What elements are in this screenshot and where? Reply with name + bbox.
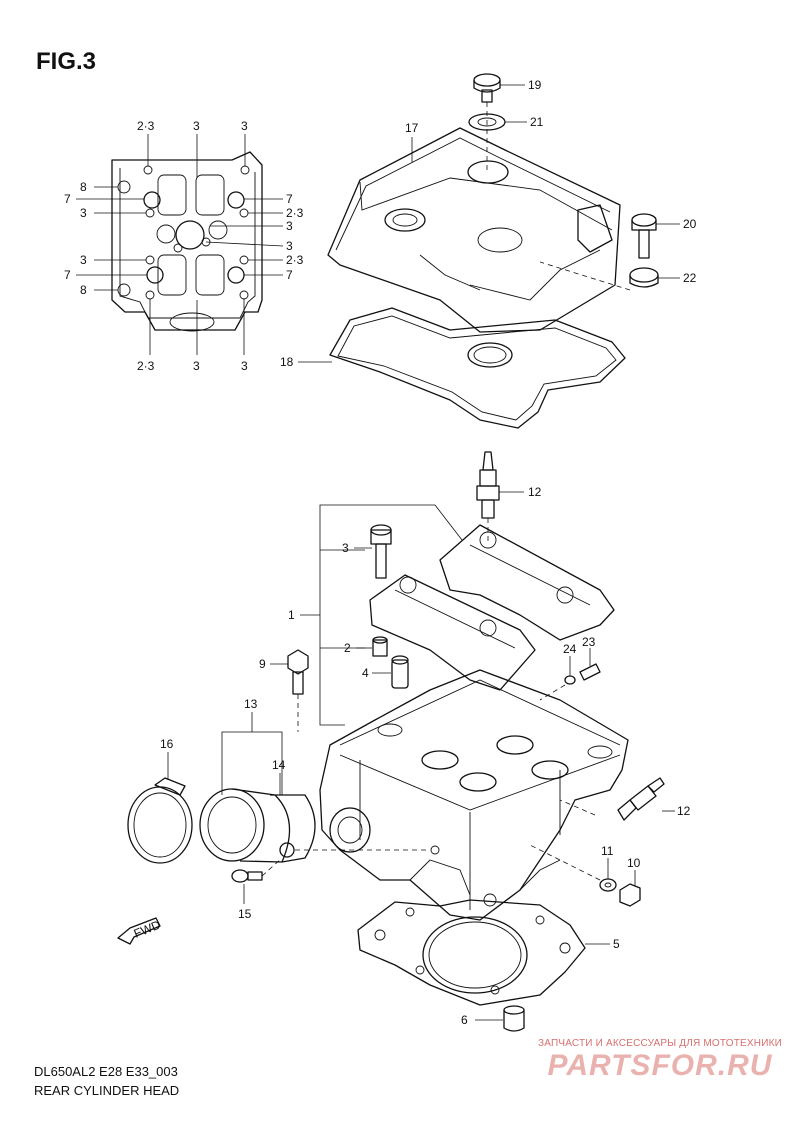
torque-label: 3 xyxy=(286,219,293,233)
torque-label: 3 xyxy=(193,119,200,133)
callout-3: 3 xyxy=(342,541,349,555)
cover-bolt-gasket-21 xyxy=(468,102,527,170)
bracket-13-14 xyxy=(221,712,283,795)
cover-grommet-22 xyxy=(539,261,680,291)
callout-21: 21 xyxy=(530,115,544,129)
callout-17: 17 xyxy=(405,121,419,135)
callout-5: 5 xyxy=(613,937,620,951)
callout-12-right: 12 xyxy=(677,804,691,818)
washer-11 xyxy=(529,844,617,892)
forward-direction-badge: FWD xyxy=(117,917,163,945)
callout-23: 23 xyxy=(582,635,596,649)
callout-4: 4 xyxy=(362,666,369,680)
callout-9: 9 xyxy=(259,657,266,671)
torque-label: 3 xyxy=(241,119,248,133)
intake-clamp-16 xyxy=(127,752,193,864)
fwd-label: FWD xyxy=(132,917,163,940)
spark-plug-12-top xyxy=(476,451,524,545)
callout-16: 16 xyxy=(160,737,174,751)
callout-18: 18 xyxy=(280,355,294,369)
dowel-pin-2 xyxy=(356,636,388,657)
assembly-bracket-1 xyxy=(300,504,463,726)
torque-label: 2·3 xyxy=(286,206,304,220)
camshaft-housing-bolt-3 xyxy=(354,524,392,579)
torque-label: 3 xyxy=(80,206,87,220)
callout-1: 1 xyxy=(288,608,295,622)
torque-label: 8 xyxy=(80,180,87,194)
intake-pipe-13 xyxy=(199,788,316,863)
torque-label: 2·3 xyxy=(137,119,155,133)
bolt-10 xyxy=(619,870,641,907)
diagram-code: DL650AL2 E28 E33_003 xyxy=(34,1064,178,1079)
cover-gasket xyxy=(298,307,626,429)
cylinder-head xyxy=(319,669,629,921)
torque-label: 2·3 xyxy=(137,359,155,373)
callout-14: 14 xyxy=(272,758,286,772)
callout-13: 13 xyxy=(244,697,258,711)
cover-bolt-19 xyxy=(473,73,525,103)
callout-6: 6 xyxy=(461,1013,468,1027)
callout-10: 10 xyxy=(627,856,641,870)
torque-label: 7 xyxy=(64,268,71,282)
dowel-pin-6 xyxy=(475,1005,525,1032)
callout-12-top: 12 xyxy=(528,485,542,499)
torque-label: 8 xyxy=(80,283,87,297)
cover-bolt-20 xyxy=(631,213,680,259)
callout-19: 19 xyxy=(528,78,542,92)
spark-plug-12-right xyxy=(617,777,675,821)
callout-24: 24 xyxy=(563,642,577,656)
torque-label: 3 xyxy=(241,359,248,373)
callout-2: 2 xyxy=(344,641,351,655)
head-gasket-5 xyxy=(357,899,610,1006)
intake-screw-15 xyxy=(231,845,440,904)
callout-11: 11 xyxy=(601,844,614,858)
torque-label: 7 xyxy=(286,268,293,282)
watermark-tagline: ЗАПЧАСТИ И АКСЕССУАРЫ ДЛЯ МОТОТЕХНИКИ xyxy=(537,1038,782,1049)
cylinder-head-cover xyxy=(327,127,621,333)
bolt-9 xyxy=(270,649,309,732)
torque-label: 3 xyxy=(286,239,293,253)
callout-20: 20 xyxy=(683,217,697,231)
tappet-guide-4 xyxy=(372,655,409,689)
diagram-caption: REAR CYLINDER HEAD xyxy=(34,1083,180,1098)
figure-caption-block: DL650AL2 E28 E33_003 REAR CYLINDER HEAD xyxy=(34,1062,179,1100)
torque-label: 3 xyxy=(80,253,87,267)
watermark-logo: PARTSFOR.RU xyxy=(547,1049,773,1082)
figure-title: FIG.3 xyxy=(36,48,97,75)
plug-23-24 xyxy=(539,648,601,701)
torque-label: 3 xyxy=(193,359,200,373)
callout-15: 15 xyxy=(238,907,252,921)
camshaft-housing xyxy=(369,524,615,691)
torque-label: 7 xyxy=(286,192,293,206)
callout-22: 22 xyxy=(683,271,697,285)
torque-label: 2·3 xyxy=(286,253,304,267)
watermark: ЗАПЧАСТИ И АКСЕССУАРЫ ДЛЯ МОТОТЕХНИКИ PA… xyxy=(538,1038,782,1083)
torque-sequence-inset: 2·3 3 3 8 7 3 3 7 8 7 2·3 3 3 2·3 7 2·3 … xyxy=(64,119,304,373)
torque-label: 7 xyxy=(64,192,71,206)
